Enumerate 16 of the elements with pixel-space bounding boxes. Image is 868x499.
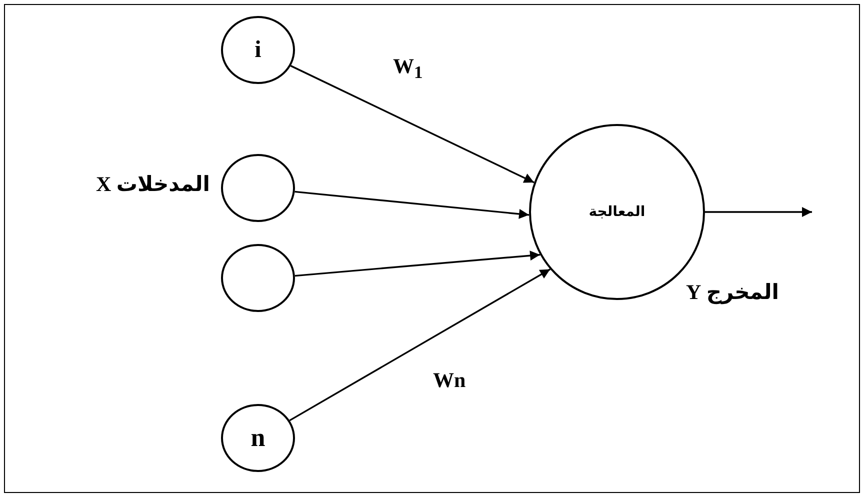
node-label: المعالجة bbox=[588, 204, 646, 220]
input-circle bbox=[221, 16, 295, 84]
input-circle bbox=[221, 244, 295, 312]
axis-label: المخرج Y bbox=[686, 280, 779, 305]
input-circle bbox=[221, 154, 295, 222]
node-label: n bbox=[250, 423, 266, 453]
processing-circle bbox=[529, 124, 705, 300]
arrow bbox=[294, 190, 530, 219]
input-circle bbox=[221, 404, 295, 472]
arrow bbox=[705, 207, 812, 217]
node-label: i bbox=[254, 36, 262, 64]
axis-label: المدخلات X bbox=[96, 172, 210, 197]
arrow bbox=[294, 250, 540, 277]
weight-label: W$_{1}$ bbox=[393, 54, 423, 84]
weight-label: Wn bbox=[433, 368, 466, 393]
arrow bbox=[290, 65, 534, 184]
